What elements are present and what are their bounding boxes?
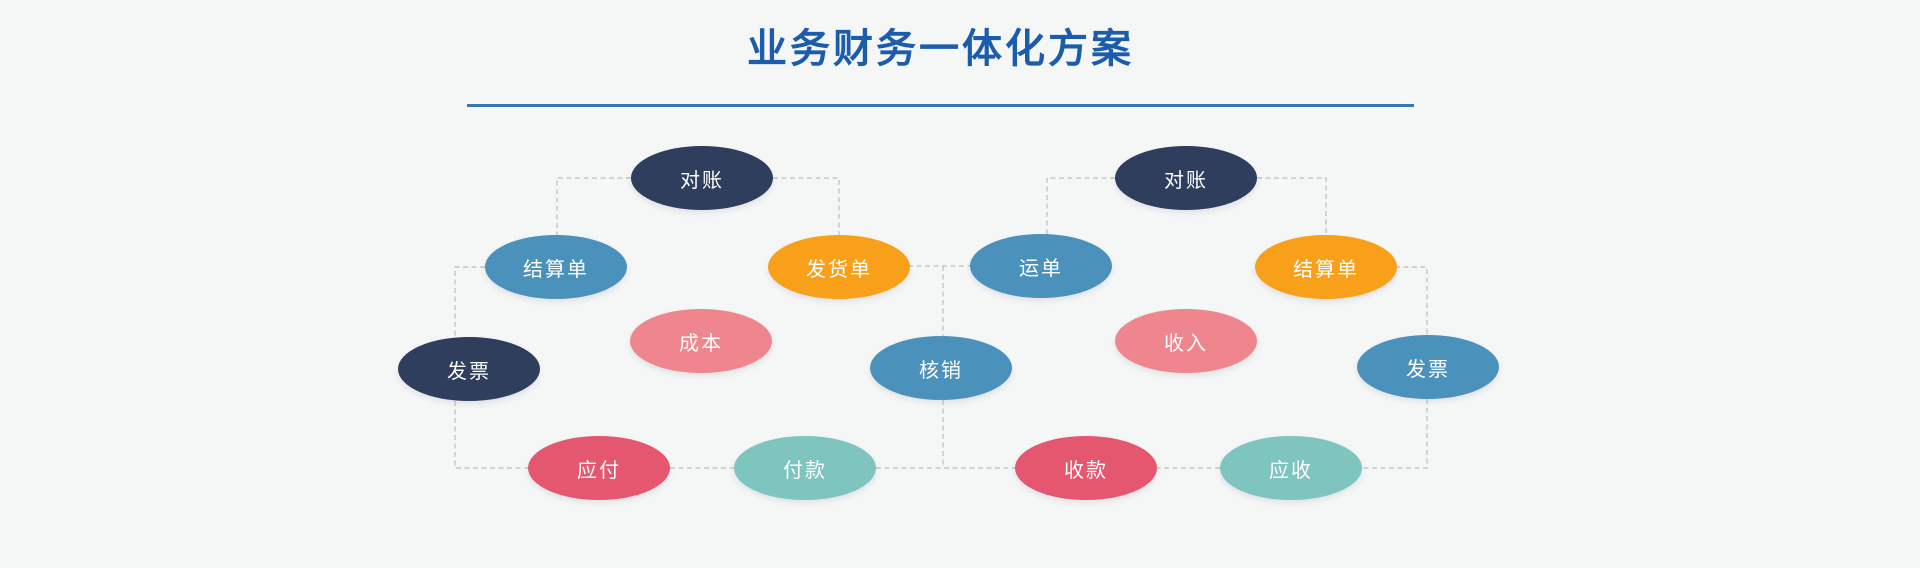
node-label: 应收 bbox=[1269, 459, 1313, 482]
node-invoice-right[interactable]: 发票 bbox=[1357, 335, 1499, 399]
connector-reconcile-left-settlement-left bbox=[556, 177, 631, 235]
connector-reconcile-right-settlement-right bbox=[1257, 177, 1327, 235]
node-waybill[interactable]: 运单 bbox=[970, 234, 1112, 298]
page-title: 业务财务一体化方案 bbox=[747, 27, 1134, 71]
node-settlement-left[interactable]: 结算单 bbox=[485, 235, 627, 299]
node-label: 结算单 bbox=[1293, 258, 1359, 281]
node-reconcile-right[interactable]: 对账 bbox=[1115, 146, 1257, 210]
node-payable[interactable]: 应付 bbox=[528, 436, 670, 500]
node-reconcile-left[interactable]: 对账 bbox=[631, 146, 773, 210]
node-delivery-note[interactable]: 发货单 bbox=[768, 235, 910, 299]
node-label: 成本 bbox=[679, 332, 723, 355]
node-settlement-right[interactable]: 结算单 bbox=[1255, 235, 1397, 299]
connector-settlement-left-invoice-left bbox=[454, 266, 485, 337]
node-write-off[interactable]: 核销 bbox=[870, 336, 1012, 400]
node-receivable[interactable]: 应收 bbox=[1220, 436, 1362, 500]
connector-invoice-right-receivable bbox=[1362, 399, 1428, 469]
node-label: 核销 bbox=[919, 359, 963, 382]
node-income[interactable]: 收入 bbox=[1115, 309, 1257, 373]
node-payment[interactable]: 付款 bbox=[734, 436, 876, 500]
node-label: 付款 bbox=[783, 459, 827, 482]
connector-reconcile-right-waybill bbox=[1046, 177, 1115, 234]
node-label: 发票 bbox=[1406, 358, 1450, 381]
node-label: 应付 bbox=[577, 459, 621, 482]
node-cost[interactable]: 成本 bbox=[630, 309, 772, 373]
node-label: 对账 bbox=[1164, 169, 1208, 192]
title-underline bbox=[467, 104, 1414, 107]
connector-reconcile-left-delivery-note bbox=[773, 177, 840, 235]
node-label: 结算单 bbox=[523, 258, 589, 281]
node-label: 收入 bbox=[1164, 332, 1208, 355]
node-label: 运单 bbox=[1019, 257, 1063, 280]
connector-invoice-left-payable bbox=[454, 401, 528, 469]
node-label: 收款 bbox=[1064, 459, 1108, 482]
node-receipt[interactable]: 收款 bbox=[1015, 436, 1157, 500]
node-invoice-left[interactable]: 发票 bbox=[398, 337, 540, 401]
node-label: 发票 bbox=[447, 360, 491, 383]
node-label: 对账 bbox=[680, 169, 724, 192]
node-label: 发货单 bbox=[806, 258, 872, 281]
connector-settlement-right-invoice-right bbox=[1395, 266, 1428, 335]
